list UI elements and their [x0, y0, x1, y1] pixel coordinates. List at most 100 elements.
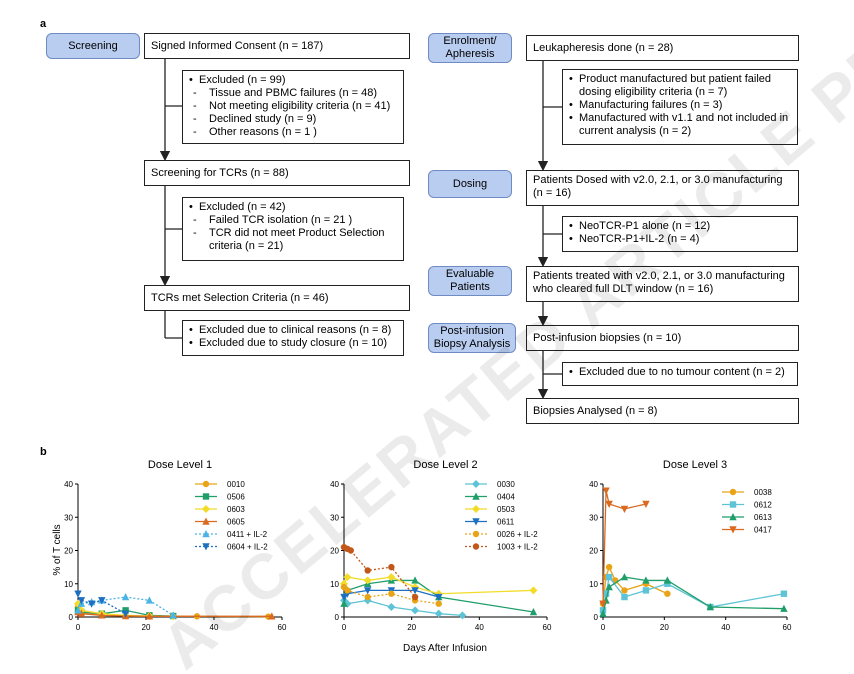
box-excluded-2: Excluded (n = 42) Failed TCR isolation (… [182, 197, 404, 261]
y-tick-label: 0 [335, 613, 340, 622]
legend-label: 0603 [227, 505, 245, 514]
legend-label: 0612 [754, 501, 772, 510]
y-tick-label: 40 [64, 480, 73, 489]
data-point [202, 543, 210, 551]
data-point [202, 493, 210, 500]
box-excluded-5: Excluded due to no tumour content (n = 2… [562, 362, 798, 386]
y-tick-label: 20 [589, 547, 598, 556]
y-tick-label: 30 [589, 513, 598, 522]
data-point [364, 567, 371, 574]
x-tick-label: 0 [76, 623, 81, 632]
data-point [602, 487, 610, 495]
legend-label: 0613 [754, 513, 772, 522]
treated-text: Patients treated with v2.0, 2.1, or 3.0 … [533, 270, 785, 295]
chart-title: Dose Level 3 [663, 459, 727, 471]
data-point [268, 612, 276, 620]
series-0417 [599, 487, 650, 608]
legend-label: 0030 [497, 480, 515, 489]
box-excluded-4: Product manufactured but patient failed … [562, 69, 798, 145]
stage-dosing: Dosing [428, 170, 512, 198]
box-excluded-1: Excluded (n = 99) Tissue and PBMC failur… [182, 70, 404, 144]
y-tick-label: 40 [589, 480, 598, 489]
data-point [387, 603, 396, 612]
data-point [411, 593, 419, 601]
data-point [729, 513, 737, 521]
excl4-item: Manufactured with v1.1 and not included … [569, 112, 791, 138]
y-axis-label: % of T cells [52, 524, 63, 575]
box-consent: Signed Informed Consent (n = 187) [144, 33, 410, 59]
data-point [387, 573, 396, 582]
excl1-item: Not meeting eligibility criteria (n = 41… [189, 100, 397, 113]
y-tick-label: 10 [64, 580, 73, 589]
box-leukapheresis: Leukapheresis done (n = 28) [526, 35, 799, 61]
excl3-item: Excluded due to study closure (n = 10) [189, 337, 397, 350]
excl5-item: Excluded due to no tumour content (n = 2… [569, 366, 791, 379]
y-tick-label: 20 [330, 547, 339, 556]
data-point [472, 543, 480, 550]
x-tick-label: 60 [783, 623, 792, 632]
data-point [388, 590, 395, 597]
biopsies-text: Post-infusion biopsies (n = 10) [533, 331, 682, 344]
series-0030 [340, 596, 467, 620]
data-point [621, 587, 628, 594]
data-point [642, 576, 650, 584]
data-point [145, 596, 154, 604]
x-tick-label: 20 [407, 623, 416, 632]
chart-title: Dose Level 2 [413, 459, 477, 471]
y-tick-label: 20 [64, 547, 73, 556]
data-point [663, 576, 672, 584]
series-1003-il-2 [340, 543, 419, 601]
box-analysed: Biopsies Analysed (n = 8) [526, 398, 799, 424]
excl1-item: Tissue and PBMC failures (n = 48) [189, 87, 397, 100]
data-point [344, 587, 351, 594]
data-point [411, 576, 419, 584]
x-tick-label: 60 [543, 623, 552, 632]
x-tick-label: 60 [278, 623, 287, 632]
legend-label: 1003 + IL-2 [497, 543, 538, 552]
data-point [363, 576, 372, 585]
excl3-item: Excluded due to clinical reasons (n = 8) [189, 324, 397, 337]
data-point [202, 530, 210, 538]
data-point [411, 606, 420, 615]
series-0613 [599, 573, 788, 617]
consent-text: Signed Informed Consent (n = 187) [151, 39, 324, 52]
data-point [74, 590, 82, 598]
data-point [411, 587, 419, 595]
tcr-screen-text: Screening for TCRs (n = 88) [151, 166, 289, 179]
legend-label: 0010 [227, 480, 245, 489]
stage-post-infusion: Post-infusion Biopsy Analysis [428, 323, 516, 353]
data-point [729, 526, 737, 534]
box-arms: NeoTCR-P1 alone (n = 12) NeoTCR-P1+IL-2 … [562, 216, 798, 252]
series-line [343, 546, 416, 598]
data-point [458, 611, 467, 620]
data-point [664, 590, 671, 597]
legend-label: 0026 + IL-2 [497, 530, 538, 539]
legend-label: 0404 [497, 493, 515, 502]
legend-label: 0506 [227, 493, 245, 502]
data-point [435, 593, 443, 602]
analysed-text: Biopsies Analysed (n = 8) [533, 404, 658, 417]
y-tick-label: 10 [589, 580, 598, 589]
data-point [202, 505, 210, 513]
data-point [472, 480, 480, 488]
series-line [343, 599, 463, 616]
data-point [529, 608, 538, 616]
data-point [202, 517, 210, 525]
chart-title: Dose Level 1 [148, 459, 212, 471]
x-tick-label: 40 [210, 623, 219, 632]
excl4-item: Product manufactured but patient failed … [569, 73, 791, 99]
panel-a-label: a [40, 18, 47, 30]
data-point [347, 547, 354, 554]
data-point [343, 573, 352, 582]
y-tick-label: 30 [330, 513, 339, 522]
dosed-text: Patients Dosed with v2.0, 2.1, or 3.0 ma… [533, 174, 783, 199]
excl4-item: Manufacturing failures (n = 3) [569, 99, 791, 112]
tcr-met-text: TCRs met Selection Criteria (n = 46) [151, 291, 329, 304]
data-point [98, 611, 106, 619]
data-point [472, 530, 480, 538]
y-tick-label: 10 [330, 580, 339, 589]
data-point [602, 590, 610, 597]
excl2-item: TCR did not meet Product Selection crite… [189, 227, 397, 253]
excl1-item: Other reasons (n = 1 ) [189, 126, 397, 139]
